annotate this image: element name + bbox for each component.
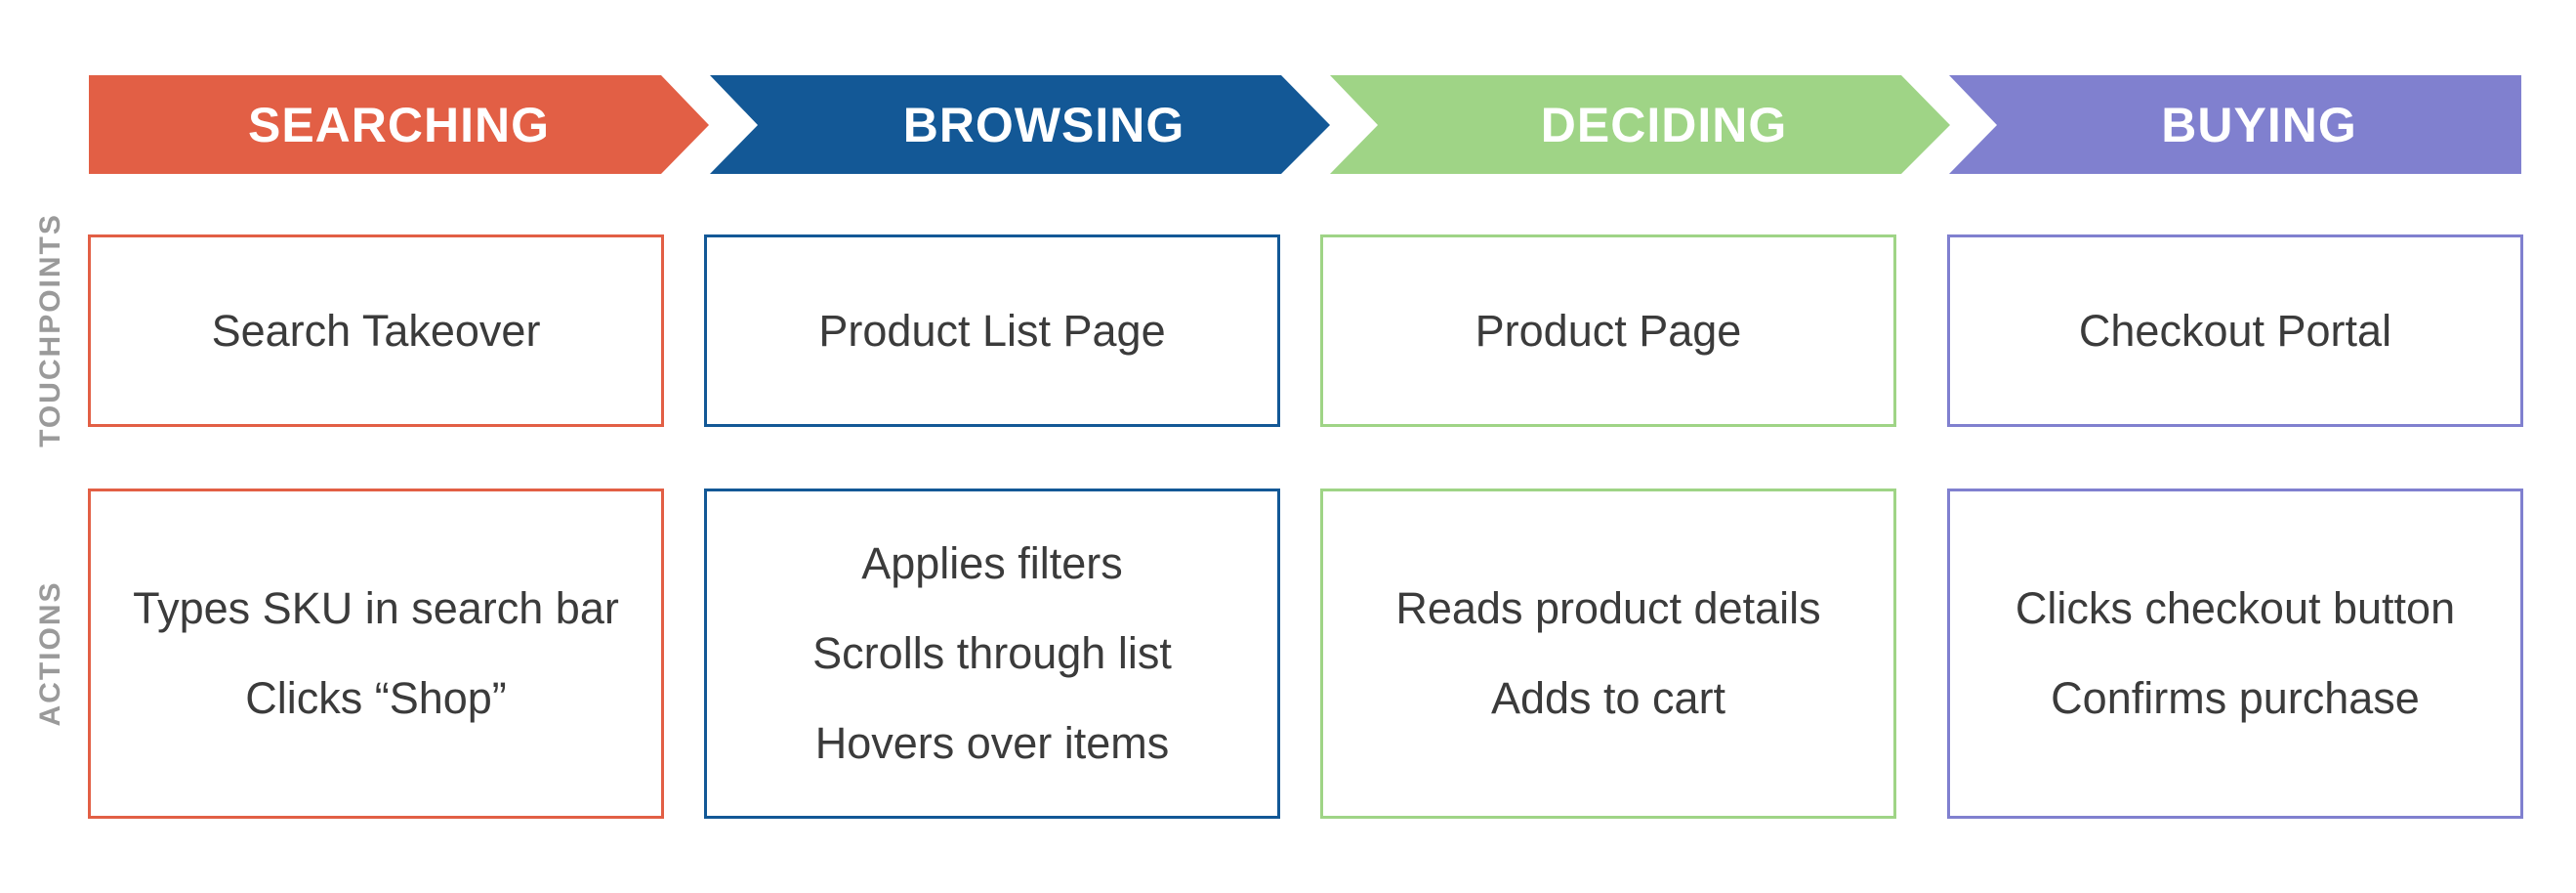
action-item: Adds to cart: [1490, 673, 1726, 723]
action-item: Clicks “Shop”: [245, 673, 507, 723]
action-item: Clicks checkout button: [2015, 583, 2456, 633]
action-item: Confirms purchase: [2051, 673, 2420, 723]
touchpoint-text: Product Page: [1475, 305, 1742, 356]
action-item: Hovers over items: [814, 718, 1170, 768]
actions-card-buying: Clicks checkout button Confirms purchase: [1947, 489, 2523, 819]
stage-chevron-buying: [1949, 75, 2521, 174]
actions-card-deciding: Reads product details Adds to cart: [1320, 489, 1896, 819]
action-item: Reads product details: [1395, 583, 1821, 633]
touchpoint-card-deciding: Product Page: [1320, 234, 1896, 427]
actions-card-searching: Types SKU in search bar Clicks “Shop”: [88, 489, 664, 819]
stage-label-searching: SEARCHING: [247, 98, 551, 152]
action-item: Types SKU in search bar: [133, 583, 619, 633]
touchpoint-card-browsing: Product List Page: [704, 234, 1280, 427]
stage-label-buying: BUYING: [2161, 98, 2357, 152]
row-label-touchpoints-text: TOUCHPOINTS: [34, 213, 66, 447]
actions-card-browsing: Applies filters Scrolls through list Hov…: [704, 489, 1280, 819]
stage-label-browsing: BROWSING: [902, 98, 1185, 152]
stage-chevron-deciding: [1330, 75, 1950, 174]
stage-chevron-browsing: [710, 75, 1330, 174]
row-label-actions-text: ACTIONS: [34, 580, 66, 727]
touchpoint-text: Search Takeover: [211, 305, 541, 356]
stage-label-deciding: DECIDING: [1540, 98, 1788, 152]
action-item: Applies filters: [861, 538, 1123, 588]
touchpoint-text: Product List Page: [818, 305, 1166, 356]
touchpoint-card-searching: Search Takeover: [88, 234, 664, 427]
action-item: Scrolls through list: [812, 628, 1172, 678]
stage-chevron-searching: [89, 75, 709, 174]
touchpoint-card-buying: Checkout Portal: [1947, 234, 2523, 427]
touchpoint-text: Checkout Portal: [2078, 305, 2392, 356]
